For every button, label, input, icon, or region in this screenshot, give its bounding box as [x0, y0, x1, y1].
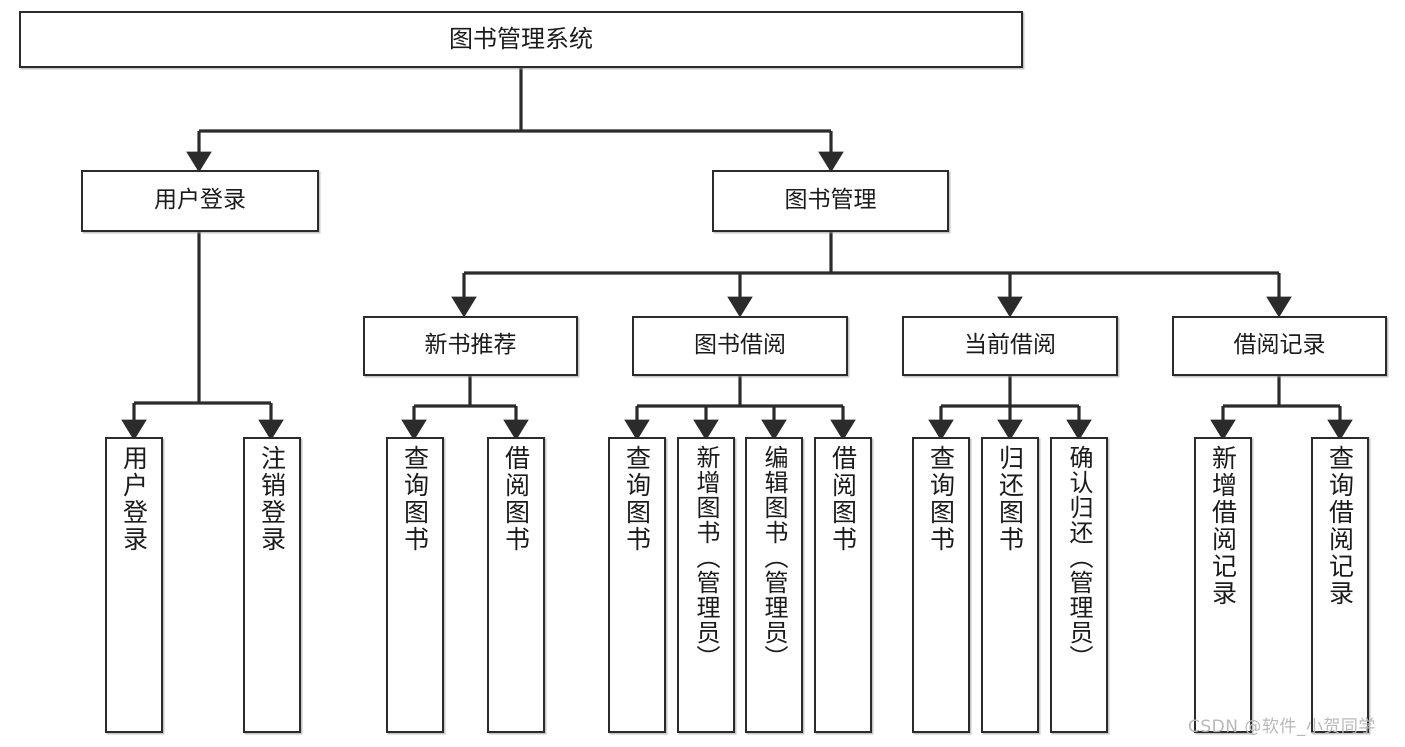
node-leaf-query-book-2[interactable]: 查询图书 — [608, 437, 666, 733]
node-leaf-borrow-book-1[interactable]: 借阅图书 — [487, 437, 545, 733]
node-label: 用户登录 — [119, 445, 149, 553]
node-label: 归还图书 — [995, 445, 1025, 553]
node-leaf-logout-login[interactable]: 注销登录 — [243, 437, 301, 733]
node-user-login[interactable]: 用户登录 — [81, 170, 319, 232]
node-leaf-user-login[interactable]: 用户登录 — [105, 437, 163, 733]
node-book-management[interactable]: 图书管理 — [712, 170, 949, 232]
node-leaf-add-book-admin[interactable]: 新增图书（管理员） — [677, 437, 735, 733]
node-leaf-query-book-1[interactable]: 查询图书 — [386, 437, 444, 733]
node-new-book-recommend[interactable]: 新书推荐 — [363, 316, 578, 376]
node-label: 查询图书 — [400, 445, 430, 553]
csdn-watermark: CSDN @软件_小贺同学 — [1188, 717, 1376, 737]
node-leaf-edit-book-admin[interactable]: 编辑图书（管理员） — [745, 437, 803, 733]
node-label: 编辑图书（管理员） — [760, 445, 788, 670]
node-label: 图书管理系统 — [449, 25, 593, 54]
node-root-book-management-system[interactable]: 图书管理系统 — [19, 11, 1023, 68]
node-label: 注销登录 — [257, 445, 287, 553]
node-label: 当前借阅 — [964, 332, 1056, 359]
node-label: 借阅图书 — [501, 445, 531, 553]
node-label: 查询图书 — [926, 445, 956, 553]
node-label: 用户登录 — [154, 187, 246, 214]
node-leaf-confirm-return-admin[interactable]: 确认归还（管理员） — [1050, 437, 1108, 733]
node-leaf-query-book-3[interactable]: 查询图书 — [912, 437, 970, 733]
node-leaf-borrow-book-2[interactable]: 借阅图书 — [814, 437, 872, 733]
node-label: 新书推荐 — [424, 332, 517, 359]
node-label: 查询图书 — [622, 445, 652, 553]
node-book-borrow[interactable]: 图书借阅 — [632, 316, 848, 376]
node-label: 图书管理 — [784, 187, 877, 214]
node-label: 图书借阅 — [694, 332, 786, 359]
node-leaf-add-borrow-record[interactable]: 新增借阅记录 — [1194, 437, 1252, 733]
node-leaf-return-book[interactable]: 归还图书 — [981, 437, 1039, 733]
node-label: 借阅图书 — [828, 445, 858, 553]
node-leaf-query-borrow-record[interactable]: 查询借阅记录 — [1311, 437, 1369, 733]
node-current-borrow[interactable]: 当前借阅 — [902, 316, 1118, 376]
node-label: 新增借阅记录 — [1208, 445, 1238, 607]
node-label: 查询借阅记录 — [1325, 445, 1355, 607]
node-label: 确认归还（管理员） — [1065, 445, 1093, 670]
node-label: 新增图书（管理员） — [692, 445, 720, 670]
node-label: 借阅记录 — [1233, 332, 1326, 359]
node-borrow-record[interactable]: 借阅记录 — [1172, 316, 1387, 376]
